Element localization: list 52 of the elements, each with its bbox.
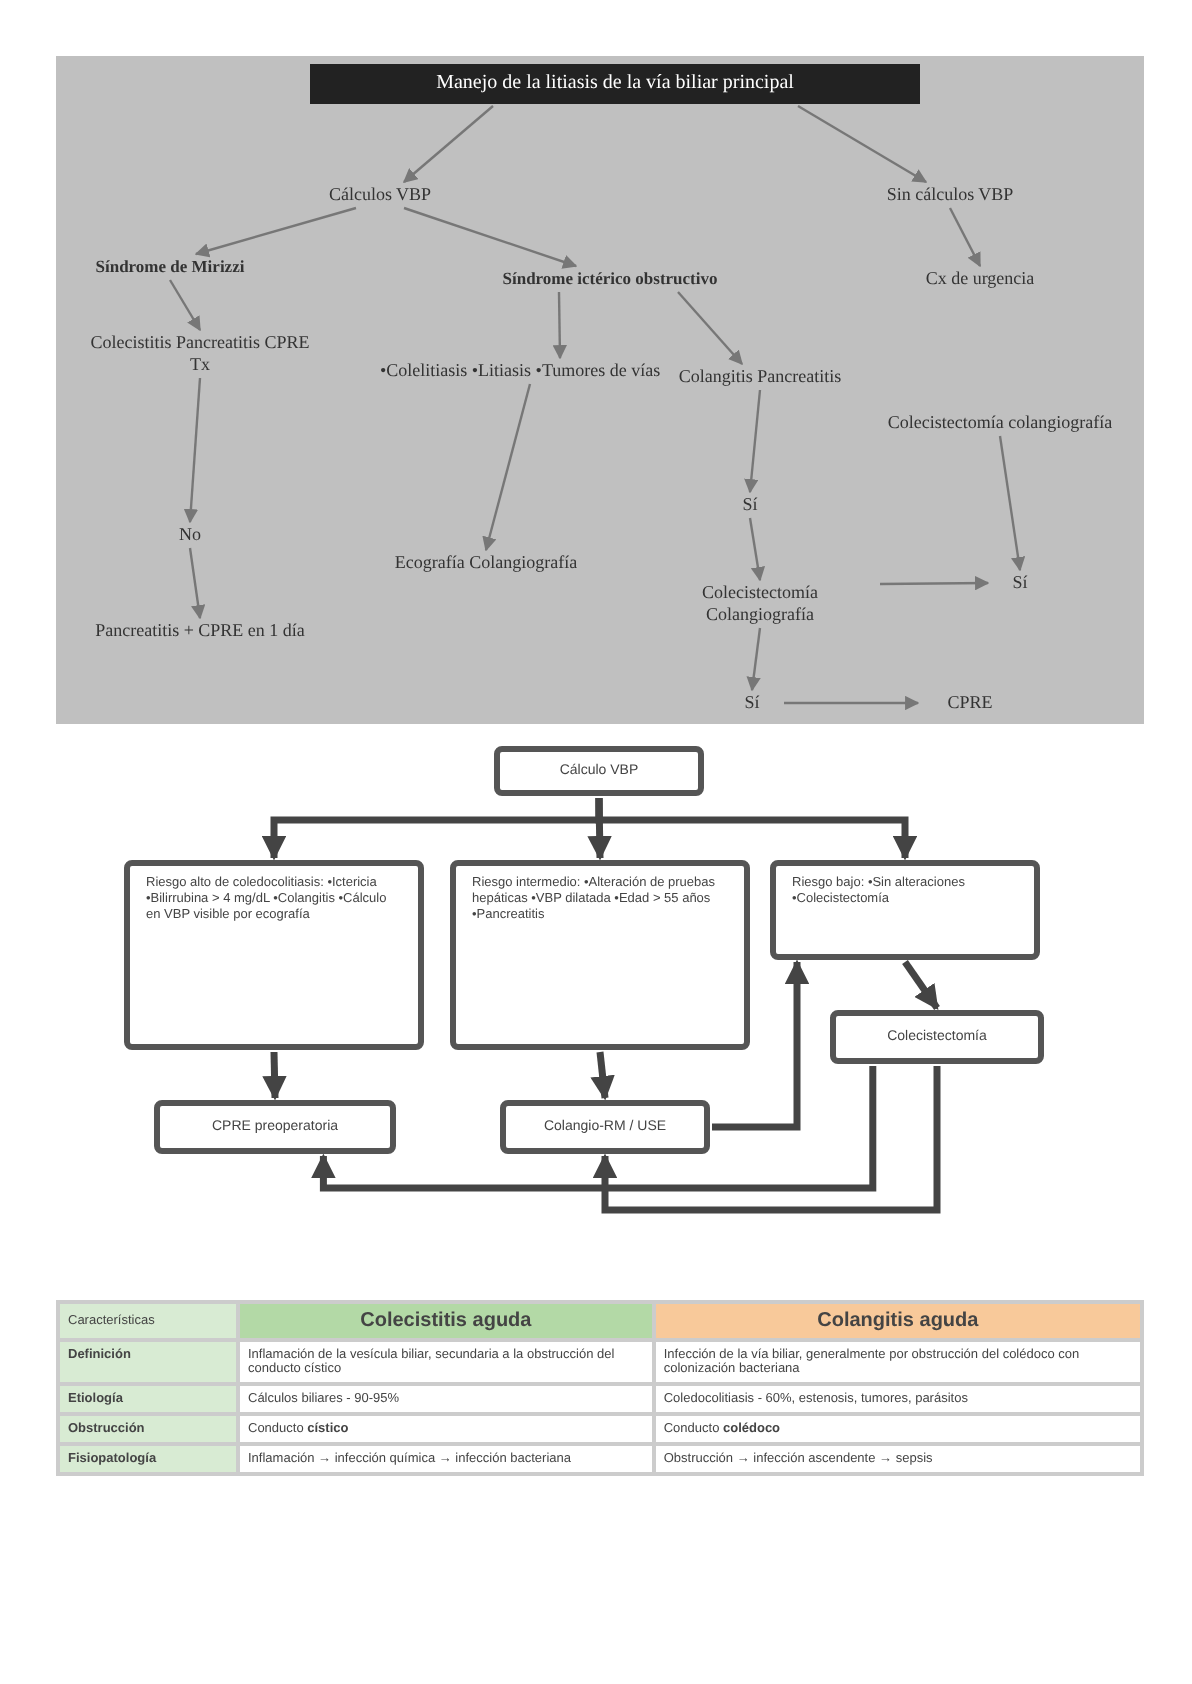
column-header: Colecistitis aguda [238, 1302, 654, 1340]
arrow [595, 798, 918, 861]
arrow [188, 547, 206, 620]
arrow [744, 389, 762, 494]
arrow [183, 377, 202, 524]
arrow [998, 435, 1026, 572]
process-box [154, 1100, 396, 1154]
arrow [552, 292, 567, 360]
arrow [797, 104, 928, 184]
node-text: Sin cálculos VBP [886, 184, 1014, 206]
arrow [784, 695, 920, 711]
column-header: Colangitis aguda [653, 1302, 1142, 1340]
node-text: Sí [742, 494, 758, 516]
node-text: Síndrome ictérico obstructivo [502, 268, 718, 290]
node-text: CPRE [947, 692, 993, 714]
node-text: Colecistectomía colangiografía [887, 412, 1113, 434]
process-box [450, 860, 750, 1050]
arrow [194, 206, 357, 258]
arrow [482, 383, 532, 552]
node-text: Síndrome de Mirizzi [95, 256, 245, 278]
process-box [494, 746, 704, 796]
arrow [902, 960, 940, 1010]
node-text: Colangitis Pancreatitis [678, 366, 842, 388]
node-text: Cx de urgencia [925, 268, 1035, 290]
node-text: Sí [744, 692, 760, 714]
process-box [124, 860, 424, 1050]
arrow [948, 207, 982, 268]
node-text: No [179, 524, 201, 546]
process-box [500, 1100, 710, 1154]
node-text: Ecografía Colangiografía [394, 552, 578, 574]
arrow [880, 575, 990, 591]
arrow [262, 1051, 287, 1101]
process-box [830, 1010, 1044, 1064]
arrow [311, 1066, 877, 1192]
arrow [677, 291, 743, 366]
node-text: Colecistectomía Colangiografía [700, 582, 820, 626]
arrow [168, 279, 202, 332]
node-text: Pancreatitis + CPRE en 1 día [95, 620, 305, 642]
node-text: Sí [1012, 572, 1028, 594]
node-text: Manejo de la litiasis de la vía biliar principal [436, 70, 794, 98]
arrow [402, 105, 494, 183]
node-text: Colecistitis Pancreatitis CPRE Tx [90, 332, 310, 376]
arrow [748, 517, 766, 582]
process-box [770, 860, 1040, 960]
arrow [712, 959, 810, 1131]
node-text: Cálculos VBP [328, 184, 432, 206]
node-text: •Colelitiasis •Litiasis •Tumores de vías [380, 360, 661, 382]
arrow [403, 206, 578, 269]
arrow [590, 1051, 615, 1101]
arrow [592, 1066, 941, 1214]
arrow [746, 627, 762, 692]
title-bar [310, 64, 920, 104]
